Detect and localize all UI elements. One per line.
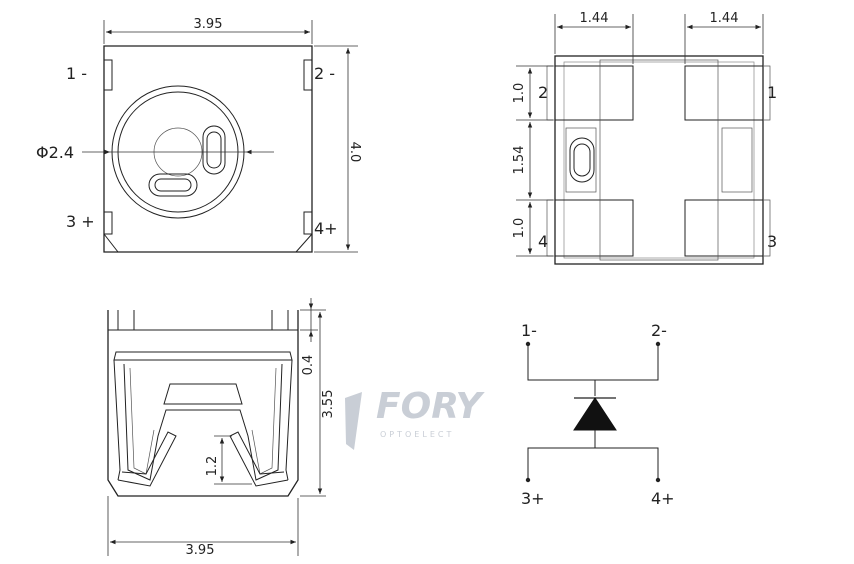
bottom-pin1-label: 1: [767, 83, 777, 102]
top-pin4-label: 4+: [314, 219, 338, 238]
watermark-sub: OPTOELECT: [380, 430, 454, 439]
top-pin2-label: 2 -: [314, 64, 335, 83]
schematic-pin1-label: 1-: [521, 321, 537, 340]
brand-watermark: FORY OPTOELECT: [345, 386, 486, 450]
top-pin1-label: 1 -: [66, 64, 87, 83]
pad-height-bottom-label: 1.0: [512, 218, 527, 239]
right-pad-width-label: 1.44: [710, 11, 739, 26]
pad-height-top-label: 1.0: [512, 83, 527, 104]
top-view: 3.95 4.0 Φ2.4 1 - 2 - 3 + 4+: [36, 17, 362, 253]
schematic-pin2-label: 2-: [651, 321, 667, 340]
side-offset-label: 0.4: [301, 355, 316, 376]
bottom-pin2-label: 2: [538, 83, 548, 102]
schematic-pin4-label: 4+: [651, 489, 675, 508]
side-height-label: 3.55: [321, 390, 336, 419]
lens-diameter-label: Φ2.4: [36, 143, 74, 162]
bottom-pin3-label: 3: [767, 232, 777, 251]
watermark-brand: FORY: [376, 386, 486, 427]
bottom-view: 1.44 1.44 1.0 1.54 1.0 2 1 4 3: [512, 11, 777, 265]
schematic-pin3-label: 3+: [521, 489, 545, 508]
top-pin3-label: 3 +: [66, 212, 95, 231]
side-recess-label: 1.2: [205, 456, 220, 477]
pad-gap-label: 1.54: [512, 146, 527, 175]
left-pad-width-label: 1.44: [580, 11, 609, 26]
side-width-label: 3.95: [186, 543, 215, 558]
circuit-schematic: 1- 2- 3+ 4+: [521, 321, 675, 508]
bottom-pin4-label: 4: [538, 232, 548, 251]
top-height-label: 4.0: [347, 142, 362, 163]
top-width-label: 3.95: [194, 17, 223, 32]
side-view: 3.95 3.55 0.4 1.2: [107, 298, 336, 558]
